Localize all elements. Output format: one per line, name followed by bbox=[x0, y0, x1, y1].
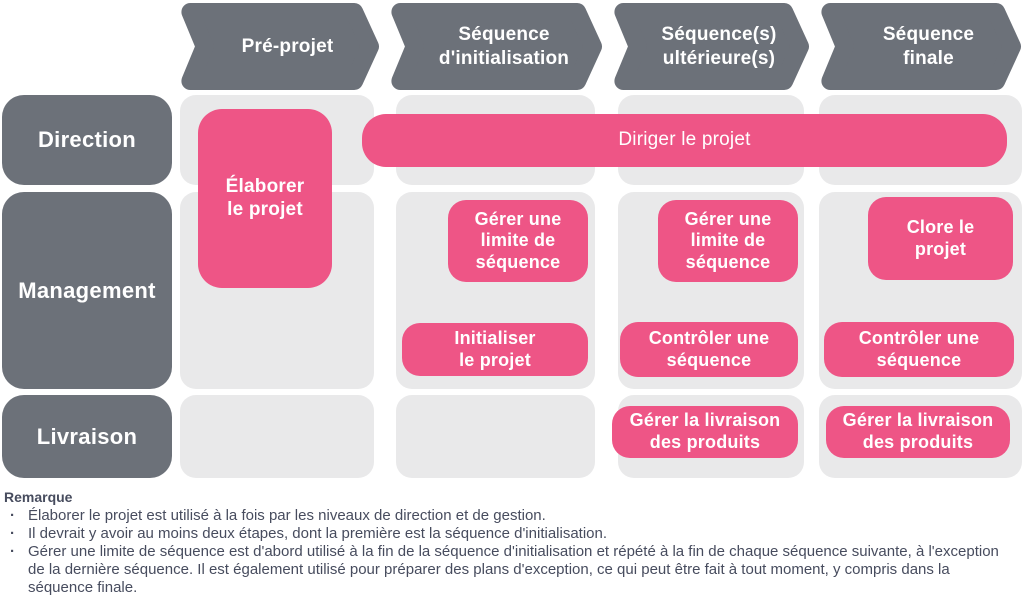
note-item-text: Gérer une limite de séquence est d'abord… bbox=[28, 543, 999, 596]
activity-gerer-livraison-produits-finale: Gérer la livraison des produits bbox=[826, 406, 1010, 458]
activity-initialiser-le-projet: Initialiser le projet bbox=[402, 323, 588, 376]
stage-arrow-pre-projet: Pré-projet bbox=[177, 3, 380, 90]
activity-gerer-limite-sequence-ulterieure: Gérer une limite de séquence bbox=[658, 200, 798, 282]
stage-arrow-sequence-finale: Séquence finale bbox=[817, 3, 1022, 90]
notes-title: Remarque bbox=[4, 489, 73, 505]
bullet-icon: · bbox=[10, 525, 15, 542]
bullet-icon: · bbox=[10, 543, 15, 560]
note-item-text: Élaborer le projet est utilisé à la fois… bbox=[28, 507, 546, 524]
stage-label-sequence-finale: Séquence finale bbox=[882, 24, 975, 69]
grid-cell-livraison-pre-projet bbox=[180, 395, 374, 478]
note-item-2: · Il devrait y avoir au moins deux étape… bbox=[4, 525, 1018, 543]
stage-label-pre-projet: Pré-projet bbox=[241, 35, 334, 57]
chevron-arrow-shape bbox=[614, 3, 809, 90]
stage-arrow-sequences-ulterieures: Séquence(s) ultérieure(s) bbox=[610, 3, 810, 90]
chevron-arrow-shape bbox=[391, 3, 602, 90]
grid-cell-livraison-initialisation bbox=[396, 395, 595, 478]
bullet-icon: · bbox=[10, 507, 15, 524]
activity-gerer-livraison-produits-ulterieure: Gérer la livraison des produits bbox=[612, 406, 798, 458]
activity-controler-sequence-finale: Contrôler une séquence bbox=[824, 322, 1014, 377]
activity-diriger-le-projet: Diriger le projet bbox=[362, 114, 1007, 167]
activity-elaborer-le-projet: Élaborer le projet bbox=[198, 109, 332, 288]
activity-controler-sequence-ulterieure: Contrôler une séquence bbox=[620, 322, 798, 377]
chevron-arrow-shape bbox=[181, 3, 379, 90]
activity-gerer-limite-sequence-initialisation: Gérer une limite de séquence bbox=[448, 200, 588, 282]
level-label-livraison: Livraison bbox=[2, 395, 172, 478]
activity-clore-le-projet: Clore le projet bbox=[868, 197, 1013, 280]
level-label-management: Management bbox=[2, 192, 172, 389]
note-item-3: · Gérer une limite de séquence est d'abo… bbox=[4, 543, 1018, 597]
chevron-arrow-shape bbox=[821, 3, 1021, 90]
stage-label-sequence-initialisation: Séquence d'initialisation bbox=[438, 24, 570, 69]
notes-section: Remarque · Élaborer le projet est utilis… bbox=[4, 489, 1018, 597]
note-item-text: Il devrait y avoir au moins deux étapes,… bbox=[28, 525, 608, 542]
stage-arrow-sequence-initialisation: Séquence d'initialisation bbox=[387, 3, 603, 90]
level-label-direction: Direction bbox=[2, 95, 172, 185]
stage-label-sequences-ulterieures: Séquence(s) ultérieure(s) bbox=[661, 24, 777, 69]
note-item-1: · Élaborer le projet est utilisé à la fo… bbox=[4, 507, 1018, 525]
